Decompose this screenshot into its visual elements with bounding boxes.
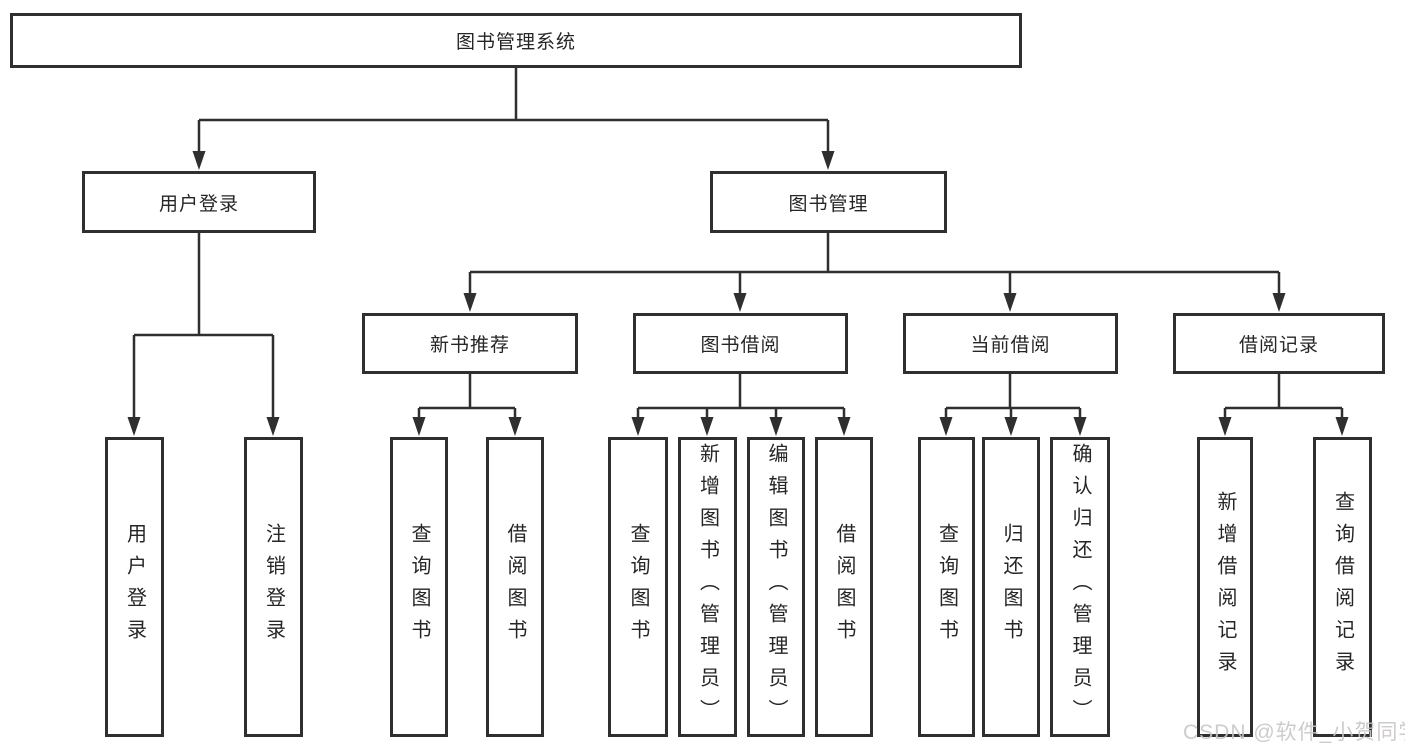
arrowhead-icon bbox=[1272, 293, 1286, 312]
arrowhead-icon bbox=[266, 417, 280, 436]
arrowhead-icon bbox=[1003, 293, 1017, 312]
arrowhead-icon bbox=[631, 417, 645, 436]
arrowhead-icon bbox=[1335, 417, 1349, 436]
connector-root-to-level2 bbox=[192, 68, 835, 170]
leaf-current-query-books-label: 查询图书 bbox=[935, 523, 958, 651]
arrowhead-icon bbox=[769, 417, 783, 436]
arrowhead-icon bbox=[837, 417, 851, 436]
node-root-label: 图书管理系统 bbox=[455, 32, 576, 53]
connector-login-to-leaves bbox=[127, 233, 280, 436]
leaf-add-book-admin-label: 新增图书（管理员） bbox=[696, 443, 719, 731]
arrowhead-icon bbox=[127, 417, 141, 436]
leaf-user-login-label: 用户登录 bbox=[123, 523, 146, 651]
node-borrow-records: 借阅记录 bbox=[1173, 313, 1385, 374]
leaf-add-borrow-record: 新增借阅记录 bbox=[1197, 437, 1253, 737]
leaf-add-borrow-record-label: 新增借阅记录 bbox=[1214, 491, 1236, 683]
leaf-add-book-admin: 新增图书（管理员） bbox=[678, 437, 737, 737]
arrowhead-icon bbox=[821, 151, 835, 170]
connector-recommend-to-leaves bbox=[412, 374, 522, 436]
leaf-return-book-label: 归还图书 bbox=[1000, 523, 1022, 651]
arrowhead-icon bbox=[700, 417, 714, 436]
leaf-user-login: 用户登录 bbox=[105, 437, 164, 737]
leaf-logout-label: 注销登录 bbox=[262, 523, 285, 651]
leaf-recommend-borrow-books: 借阅图书 bbox=[486, 437, 544, 737]
node-new-book-recommend: 新书推荐 bbox=[362, 313, 578, 374]
leaf-borrow-books: 借阅图书 bbox=[815, 437, 873, 737]
leaf-query-borrow-record: 查询借阅记录 bbox=[1313, 437, 1372, 737]
arrowhead-icon bbox=[412, 417, 426, 436]
leaf-current-query-books: 查询图书 bbox=[918, 437, 975, 737]
arrowhead-icon bbox=[508, 417, 522, 436]
arrowhead-icon bbox=[1004, 417, 1018, 436]
connector-current-to-leaves bbox=[939, 374, 1087, 436]
connector-records-to-leaves bbox=[1218, 374, 1349, 436]
leaf-borrow-query-books-label: 查询图书 bbox=[627, 523, 649, 651]
leaf-recommend-query-books: 查询图书 bbox=[390, 437, 448, 737]
arrowhead-icon bbox=[1073, 417, 1087, 436]
leaf-query-borrow-record-label: 查询借阅记录 bbox=[1331, 491, 1354, 683]
node-root-system: 图书管理系统 bbox=[10, 13, 1022, 68]
node-book-borrow-label: 图书借阅 bbox=[700, 335, 781, 356]
node-borrow-records-label: 借阅记录 bbox=[1238, 335, 1319, 356]
node-book-management-label: 图书管理 bbox=[788, 193, 869, 215]
leaf-borrow-query-books: 查询图书 bbox=[608, 437, 668, 737]
connector-bookmgmt-to-level3 bbox=[463, 233, 1286, 312]
node-user-login: 用户登录 bbox=[82, 171, 316, 233]
leaf-borrow-books-label: 借阅图书 bbox=[833, 523, 855, 651]
node-user-login-label: 用户登录 bbox=[158, 193, 239, 215]
arrowhead-icon bbox=[463, 293, 477, 312]
arrowhead-icon bbox=[939, 417, 953, 436]
leaf-edit-book-admin: 编辑图书（管理员） bbox=[747, 437, 805, 737]
node-new-book-recommend-label: 新书推荐 bbox=[429, 335, 510, 356]
leaf-confirm-return-admin-label: 确认归还（管理员） bbox=[1069, 443, 1091, 731]
leaf-edit-book-admin-label: 编辑图书（管理员） bbox=[765, 443, 787, 731]
arrowhead-icon bbox=[1218, 417, 1232, 436]
leaf-recommend-query-books-label: 查询图书 bbox=[408, 523, 430, 651]
connector-borrow-to-leaves bbox=[631, 374, 851, 436]
arrowhead-icon bbox=[733, 293, 747, 312]
leaf-return-book: 归还图书 bbox=[982, 437, 1040, 737]
node-current-borrow-label: 当前借阅 bbox=[970, 335, 1051, 356]
node-book-borrow: 图书借阅 bbox=[633, 313, 848, 374]
leaf-confirm-return-admin: 确认归还（管理员） bbox=[1050, 437, 1110, 737]
arrowhead-icon bbox=[192, 151, 206, 170]
csdn-watermark: CSDN @软件_小贺同学 bbox=[1183, 721, 1405, 744]
leaf-logout: 注销登录 bbox=[244, 437, 303, 737]
node-book-management: 图书管理 bbox=[710, 171, 947, 233]
node-current-borrow: 当前借阅 bbox=[903, 313, 1118, 374]
leaf-recommend-borrow-books-label: 借阅图书 bbox=[504, 523, 526, 651]
